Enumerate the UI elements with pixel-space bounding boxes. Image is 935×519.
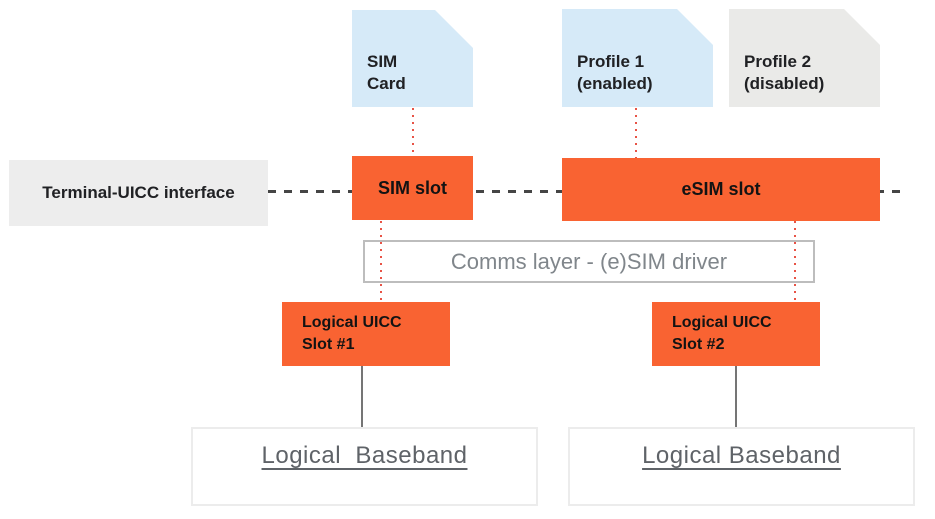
logical-uicc-slot2-node: Logical UICC Slot #2: [652, 302, 820, 366]
comms-layer-node: Comms layer - (e)SIM driver: [363, 240, 815, 283]
logical-uicc-slot1-node: Logical UICC Slot #1: [282, 302, 450, 366]
dotted-connector-esim-slot-to-uicc-slot2: [794, 221, 796, 302]
esim-slot-node: eSIM slot: [562, 158, 880, 221]
dotted-connector-sim-slot-to-uicc-slot1: [380, 221, 382, 302]
connector-uicc-slot2-to-baseband2: [735, 366, 737, 427]
sim-card-label: SIM Card: [367, 52, 406, 93]
dotted-connector-sim-card-to-sim-slot: [412, 108, 414, 156]
logical-uicc-slot2-label: Logical UICC Slot #2: [672, 314, 772, 353]
logical-baseband1-label: Logical Baseband: [261, 442, 468, 469]
sim-slot-label: SIM slot: [377, 177, 447, 198]
sim-card-node: SIM Card: [352, 10, 473, 107]
terminal-uicc-interface-node: Terminal-UICC interface: [9, 160, 268, 226]
connector-uicc-slot1-to-baseband1: [361, 366, 363, 427]
profile2-node: Profile 2 (disabled): [729, 9, 880, 107]
esim-slot-label: eSIM slot: [681, 179, 761, 199]
profile1-label: Profile 1 (enabled): [577, 52, 653, 93]
profile1-node: Profile 1 (enabled): [562, 9, 713, 107]
terminal-uicc-interface-label: Terminal-UICC interface: [42, 183, 235, 202]
logical-baseband2-label: Logical Baseband: [642, 442, 841, 469]
logical-uicc-slot1-label: Logical UICC Slot #1: [302, 314, 402, 353]
sim-slot-node: SIM slot: [352, 156, 473, 220]
profile2-label: Profile 2 (disabled): [744, 52, 825, 93]
comms-layer-label: Comms layer - (e)SIM driver: [450, 248, 728, 274]
logical-baseband2-node: Logical Baseband: [568, 427, 915, 506]
logical-baseband1-node: Logical Baseband: [191, 427, 538, 506]
dotted-connector-profile1-to-esim-slot: [635, 108, 637, 158]
